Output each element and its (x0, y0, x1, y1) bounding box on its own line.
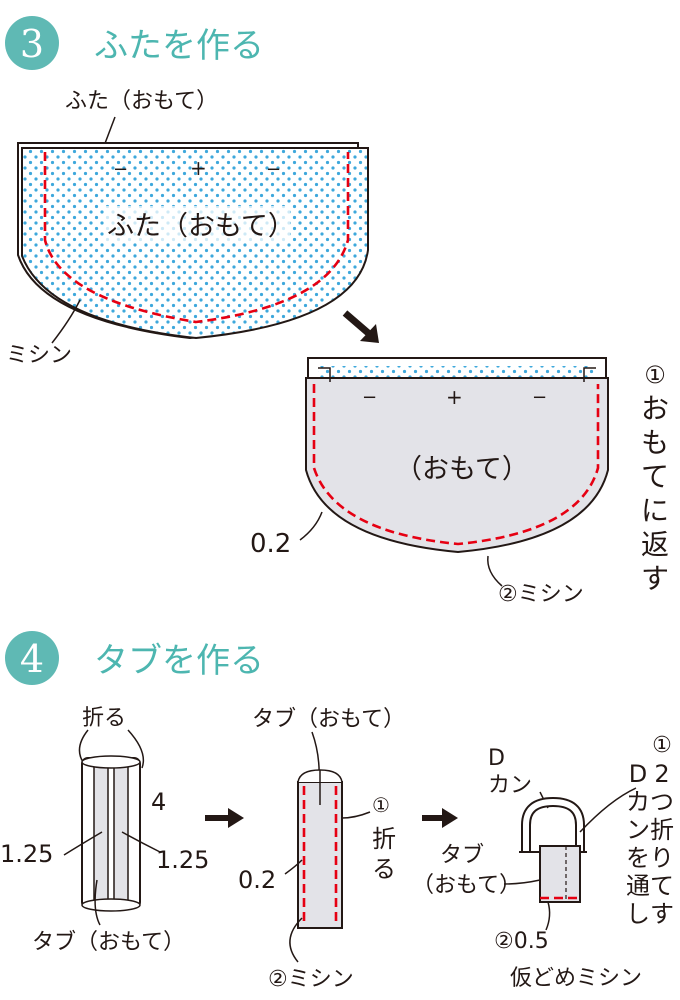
tab2-0.2-label: 0.2 (238, 866, 276, 894)
note-char: を (626, 844, 650, 872)
note-char: す (650, 900, 674, 928)
tab2-0.2-leader (284, 859, 303, 875)
tab2-step1-num: ① (372, 793, 390, 817)
note-char: ン (626, 816, 650, 844)
note-char: り (650, 844, 674, 872)
note-char: 2 (654, 760, 669, 788)
turned-flap-stitch (312, 384, 600, 546)
mishin-leader (51, 299, 81, 344)
tab1-outline (81, 757, 141, 909)
mishin-label: ミシン (6, 343, 72, 368)
tab1-right-1.25: 1.25 (156, 846, 209, 874)
step3-number: 3 (20, 22, 44, 66)
turned-mark-plus: + (446, 385, 463, 409)
dring-label-kan: カン (488, 773, 532, 798)
tab1-shape (81, 755, 141, 912)
note-char: 折 (650, 816, 674, 844)
tab1-top-curl (81, 755, 141, 769)
dring-label-d: D (488, 746, 505, 771)
flap-mark-plus: + (190, 156, 207, 180)
dring-inner (523, 798, 583, 852)
tab3-shape (539, 845, 581, 903)
tab1-bottom-label: タブ（おもて） (32, 930, 185, 955)
tab2-mishin-label: ②ミシン (268, 967, 354, 992)
note-char: 返 (641, 528, 669, 561)
note-char: し (626, 900, 650, 928)
tab1-width-4: 4 (151, 788, 166, 816)
tab3-omote-label: （おもて） (412, 873, 521, 898)
step3-0.2-label: 0.2 (250, 529, 291, 559)
tab2-body (297, 781, 343, 929)
tab1-bottom-curl (81, 898, 141, 912)
tab2-mishin-leader (289, 917, 303, 963)
step3-vertical-note: ① お も て に 返 す (641, 361, 669, 595)
turned-mark-minus-left: − (362, 387, 377, 408)
tab1-right-leader (121, 831, 161, 853)
step4-vertical-note: ① 2 つ 折 り D カ ン を 通 し て す (626, 733, 674, 928)
dring-icon (519, 796, 587, 853)
step3-badge (5, 16, 59, 70)
arrow-head-icon (360, 324, 379, 343)
arrow-head-icon (442, 808, 458, 828)
arrow-head-icon (228, 808, 244, 828)
step3-title: ふたを作る (94, 26, 264, 66)
flap-mark-minus-left: − (113, 159, 128, 180)
turned-mark-minus-right: − (532, 387, 547, 408)
step4-badge (5, 631, 59, 685)
tab2-shape (297, 769, 343, 929)
note-char: て (650, 872, 674, 900)
step3-0.2-leader (299, 511, 323, 541)
flap-center-label-bg (104, 206, 290, 242)
note-char: ① (652, 733, 672, 758)
note-char: D (629, 760, 647, 788)
flap-mark-minus-right: − (266, 159, 281, 180)
tab3-leader (503, 879, 541, 885)
tab1-bottom-leader (94, 879, 101, 926)
note-char: ① (644, 361, 666, 389)
flap-center-label: ふた（おもて） (107, 211, 295, 242)
note-char: に (641, 494, 669, 527)
tab1-fold-label: 折る (82, 706, 126, 731)
note-char: て (641, 460, 669, 493)
tab2-step1-leader (341, 811, 371, 819)
tab3-karidome-label: 仮どめミシン (510, 966, 642, 991)
tab2-fold-char: る (372, 855, 396, 883)
step4-number: 4 (20, 637, 44, 681)
turned-omote-label: （おもて） (395, 454, 529, 485)
flap-stitch-line (43, 152, 350, 324)
step3-mishin2-leader (487, 555, 503, 587)
note-char: す (641, 562, 669, 595)
step3-header: 3 ふたを作る (5, 16, 264, 70)
step4-title: タブを作る (94, 641, 264, 681)
turned-flap-body (305, 377, 609, 554)
flap-dotted-fabric (21, 147, 369, 340)
tab3-05-label: ②0.5 (494, 929, 549, 954)
tab3-label: タブ (440, 843, 484, 868)
turned-flap-corner-folds (318, 367, 596, 382)
note-char: カ (626, 788, 650, 816)
flap-top-label: ふた（おもて） (65, 89, 218, 114)
tab2-top-label: タブ（おもて） (252, 707, 405, 732)
note-char: つ (650, 788, 674, 816)
step4-header: 4 タブを作る (5, 631, 264, 685)
note-char: 通 (626, 872, 650, 900)
tab3-body (539, 845, 581, 903)
note-char: お (641, 392, 669, 425)
tab1-left-1.25: 1.25 (0, 840, 53, 868)
tab3-05-leader (545, 901, 551, 931)
tab1-left-leader (63, 831, 103, 856)
tab3-note-leader (579, 787, 637, 833)
tab2-fold-char: 折 (372, 825, 396, 853)
note-char: も (641, 426, 669, 459)
step3-mishin2-label: ②ミシン (498, 582, 584, 607)
flap-top-leader (103, 116, 116, 147)
